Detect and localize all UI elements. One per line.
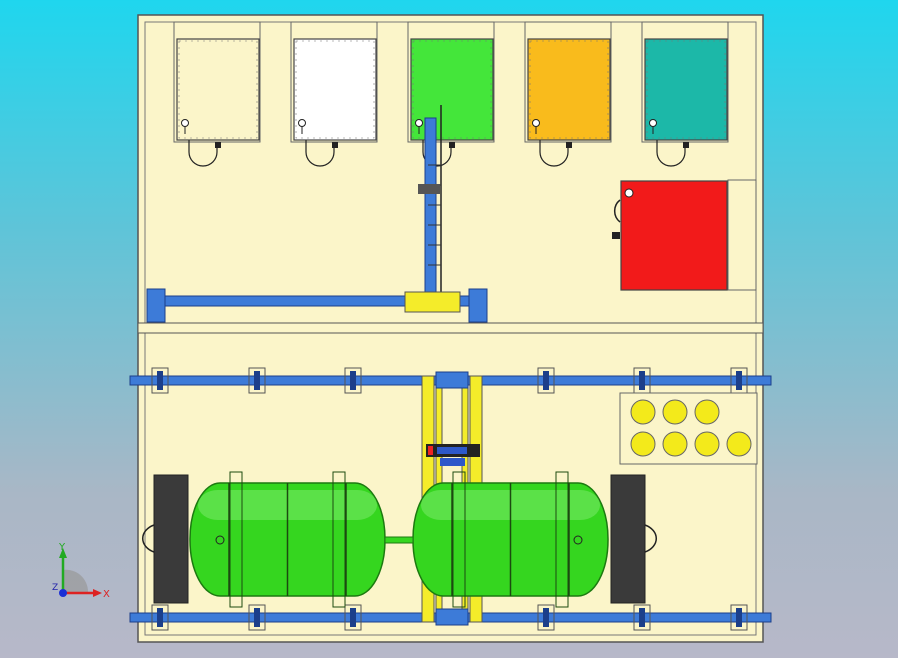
tank-green[interactable]	[410, 38, 494, 167]
center-hub	[435, 371, 469, 389]
left-loop-hose	[142, 524, 155, 553]
axis-x-label: X	[103, 589, 110, 600]
tank-white[interactable]	[293, 38, 377, 167]
gas-cylinder[interactable]	[694, 431, 720, 457]
control-box-display	[437, 447, 467, 454]
pressure-vessel[interactable]	[412, 471, 609, 608]
valve-icon	[683, 142, 689, 148]
tank-cream[interactable]	[176, 38, 260, 167]
gas-cylinder[interactable]	[694, 399, 720, 425]
center-hub-bottom	[435, 608, 469, 626]
gas-cylinders	[630, 399, 752, 457]
red-tank[interactable]	[620, 180, 728, 291]
rail-clamp	[248, 367, 266, 394]
rail-clamp	[344, 604, 362, 631]
gauge-icon	[649, 119, 657, 127]
vertical-gantry-beam[interactable]	[424, 117, 437, 297]
rail-clamp	[248, 604, 266, 631]
rail-clamp	[537, 367, 555, 394]
left-end-pad[interactable]	[153, 474, 189, 604]
right-loop-hose	[644, 524, 657, 553]
frame-divider	[137, 322, 764, 334]
pressure-vessel[interactable]	[189, 471, 386, 608]
red-tank-gauge	[624, 188, 634, 198]
rail-clamp	[151, 367, 169, 394]
axis-z-label: Z	[52, 583, 58, 593]
gas-cylinder[interactable]	[662, 431, 688, 457]
valve-icon	[449, 142, 455, 148]
tank-teal[interactable]	[644, 38, 728, 167]
rail-clamp	[344, 367, 362, 394]
gauge-icon	[532, 119, 540, 127]
red-tank-hose	[613, 199, 621, 223]
valve-icon	[332, 142, 338, 148]
control-box-red	[428, 446, 433, 455]
right-end-pad[interactable]	[610, 474, 646, 604]
gauge-icon	[415, 119, 423, 127]
tank-orange[interactable]	[527, 38, 611, 167]
gauge-icon	[181, 119, 189, 127]
gantry-left-end	[146, 288, 166, 323]
pressure-vessels	[189, 471, 609, 608]
rail-clamp	[537, 604, 555, 631]
gas-cylinder[interactable]	[630, 431, 656, 457]
rail-clamp	[730, 604, 748, 631]
gas-cylinder[interactable]	[662, 399, 688, 425]
vessel-connector-pipe	[384, 536, 414, 544]
gauge-icon	[298, 119, 306, 127]
top-tank-bays	[173, 21, 757, 291]
valve-icon	[215, 142, 221, 148]
gantry-right-end	[468, 288, 488, 323]
axis-triad: Y X Z	[52, 542, 110, 600]
valve-icon	[566, 142, 572, 148]
valve-block	[418, 184, 440, 194]
top-tanks	[176, 38, 728, 167]
gas-cylinder[interactable]	[726, 431, 752, 457]
sub-box	[440, 458, 465, 466]
rail-clamp	[633, 604, 651, 631]
gas-cylinder[interactable]	[630, 399, 656, 425]
rail-clamps	[151, 367, 748, 631]
red-tank-valve	[612, 232, 620, 239]
rail-clamp	[151, 604, 169, 631]
gantry-carriage	[404, 291, 461, 313]
axis-y-label: Y	[58, 542, 66, 553]
